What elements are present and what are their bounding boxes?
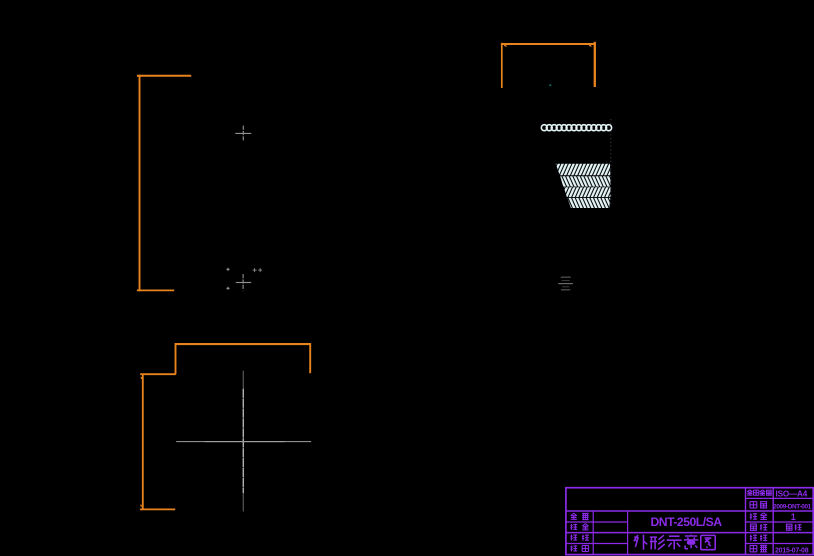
svg-text:2009-DNT-001: 2009-DNT-001	[773, 503, 812, 510]
svg-text:2015-07-08: 2015-07-08	[775, 548, 809, 555]
svg-text:DNT-250L/SA: DNT-250L/SA	[650, 515, 722, 529]
svg-text:1: 1	[791, 512, 796, 522]
svg-text:ISO—A4: ISO—A4	[776, 489, 808, 498]
